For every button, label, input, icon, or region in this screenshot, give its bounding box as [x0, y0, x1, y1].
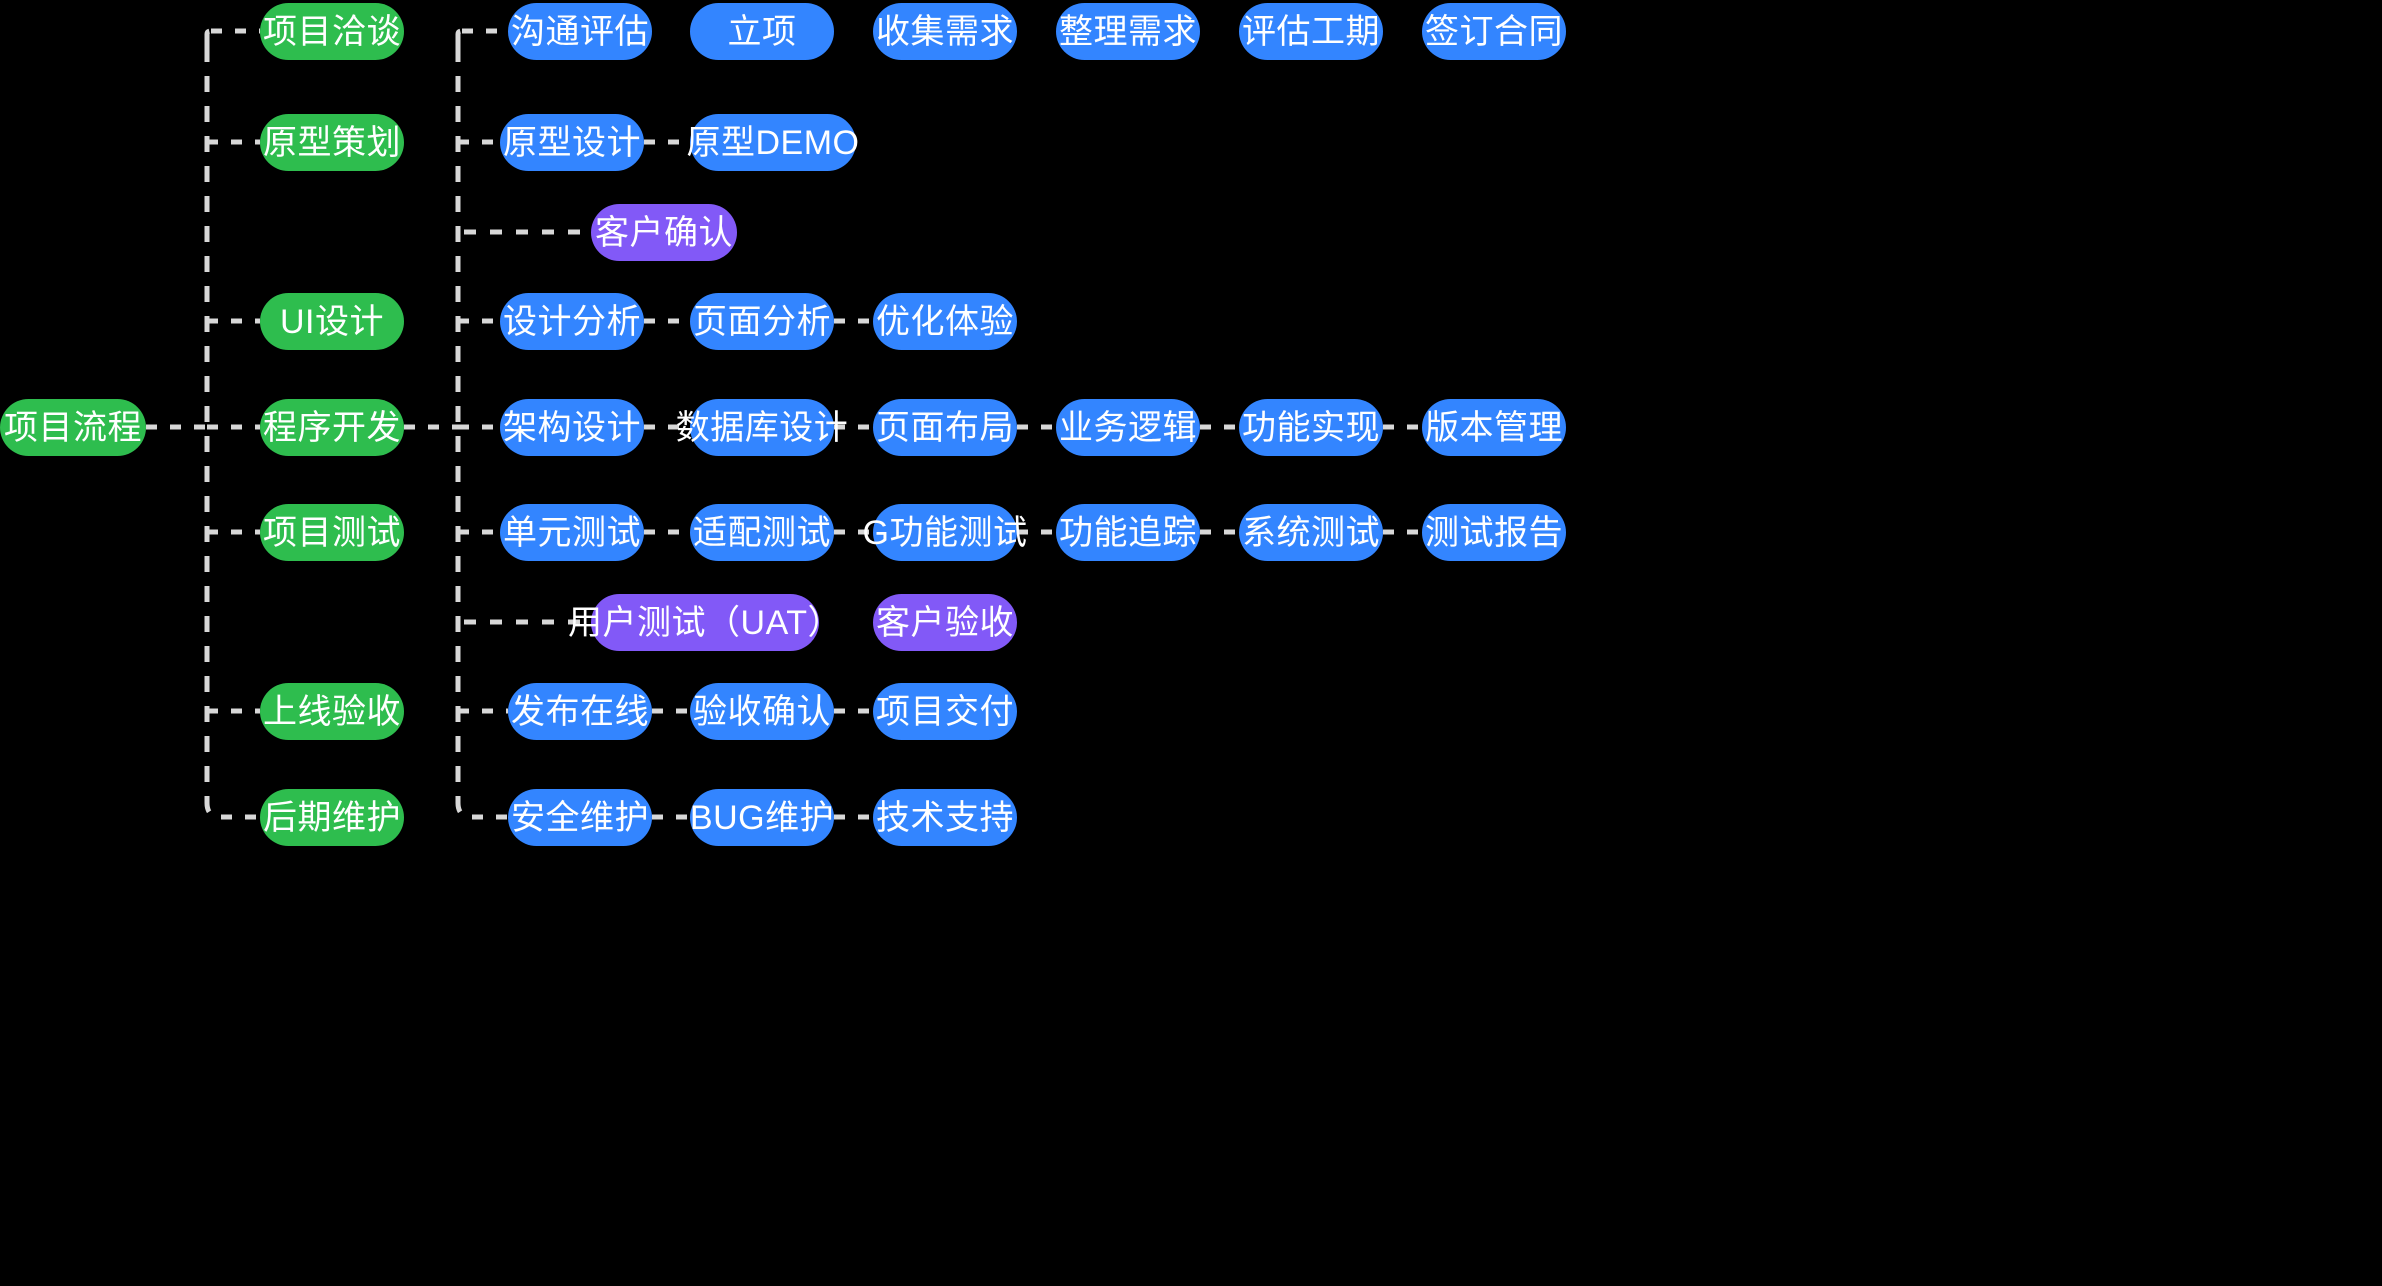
leaf-node-版本管理[interactable]: 版本管理 [1422, 399, 1566, 456]
node-label: 优化体验 [876, 302, 1014, 341]
node-label: BUG维护 [689, 798, 835, 837]
leaf-node-立项[interactable]: 立项 [690, 3, 834, 60]
node-label: 上线验收 [263, 692, 401, 731]
leaf-node-技术支持[interactable]: 技术支持 [873, 789, 1017, 846]
node-label: 业务逻辑 [1059, 408, 1197, 447]
leaf-node-收集需求[interactable]: 收集需求 [873, 3, 1017, 60]
leaf-node-功能实现[interactable]: 功能实现 [1239, 399, 1383, 456]
leaf-node-设计分析[interactable]: 设计分析 [500, 293, 644, 350]
node-label: 适配测试 [693, 513, 831, 552]
node-label: 评估工期 [1242, 12, 1380, 51]
leaf-node-单元测试[interactable]: 单元测试 [500, 504, 644, 561]
node-label: 整理需求 [1059, 12, 1197, 51]
wire-spine-level2 [455, 28, 473, 820]
node-label: 原型策划 [263, 123, 401, 162]
leaf-node-BUG维护[interactable]: BUG维护 [690, 789, 834, 846]
leaf-node-评估工期[interactable]: 评估工期 [1239, 3, 1383, 60]
node-label: 用户测试（UAT） [568, 603, 842, 642]
node-label: 项目洽谈 [263, 12, 401, 51]
node-label: 项目交付 [876, 692, 1014, 731]
leaf-node-数据库设计[interactable]: 数据库设计 [676, 399, 848, 456]
leaf-node-优化体验[interactable]: 优化体验 [873, 293, 1017, 350]
node-label: 程序开发 [263, 408, 401, 447]
node-label: 数据库设计 [675, 408, 849, 447]
leaf-node-功能追踪[interactable]: 功能追踪 [1056, 504, 1200, 561]
node-label: 测试报告 [1425, 513, 1563, 552]
node-label: 原型设计 [503, 123, 641, 162]
special-node-客户确认[interactable]: 客户确认 [591, 204, 737, 261]
node-label: 版本管理 [1425, 408, 1563, 447]
branch-node-程序开发[interactable]: 程序开发 [260, 399, 404, 456]
leaf-node-验收确认[interactable]: 验收确认 [690, 683, 834, 740]
node-label: 后期维护 [263, 798, 401, 837]
branch-node-项目洽谈[interactable]: 项目洽谈 [260, 3, 404, 60]
node-label: 安全维护 [511, 798, 649, 837]
branch-node-上线验收[interactable]: 上线验收 [260, 683, 404, 740]
node-label: 发布在线 [511, 692, 649, 731]
node-label: 验收确认 [693, 692, 831, 731]
leaf-node-项目交付[interactable]: 项目交付 [873, 683, 1017, 740]
leaf-node-系统测试[interactable]: 系统测试 [1239, 504, 1383, 561]
branch-node-原型策划[interactable]: 原型策划 [260, 114, 404, 171]
node-label: 系统测试 [1242, 513, 1380, 552]
node-label: 设计分析 [503, 302, 641, 341]
node-label: 立项 [727, 12, 797, 51]
leaf-node-发布在线[interactable]: 发布在线 [508, 683, 652, 740]
node-label: UI设计 [280, 302, 384, 341]
node-label: 签订合同 [1425, 12, 1563, 51]
leaf-node-测试报告[interactable]: 测试报告 [1422, 504, 1566, 561]
node-label: 客户验收 [876, 603, 1014, 642]
node-label: 项目流程 [4, 408, 142, 447]
wire-spine-level1 [204, 28, 222, 820]
branch-node-项目测试[interactable]: 项目测试 [260, 504, 404, 561]
node-label: 项目测试 [263, 513, 401, 552]
node-label: 沟通评估 [511, 12, 649, 51]
leaf-node-原型设计[interactable]: 原型设计 [500, 114, 644, 171]
node-label: G功能测试 [862, 513, 1028, 552]
node-label: 技术支持 [876, 798, 1014, 837]
leaf-node-页面布局[interactable]: 页面布局 [873, 399, 1017, 456]
node-label: 功能实现 [1242, 408, 1380, 447]
leaf-node-G功能测试[interactable]: G功能测试 [863, 504, 1027, 561]
node-label: 原型DEMO [686, 123, 860, 162]
leaf-node-适配测试[interactable]: 适配测试 [690, 504, 834, 561]
node-label: 页面分析 [693, 302, 831, 341]
node-label: 单元测试 [503, 513, 641, 552]
leaf-node-安全维护[interactable]: 安全维护 [508, 789, 652, 846]
special-node-客户验收[interactable]: 客户验收 [873, 594, 1017, 651]
leaf-node-签订合同[interactable]: 签订合同 [1422, 3, 1566, 60]
node-label: 收集需求 [876, 12, 1014, 51]
leaf-node-页面分析[interactable]: 页面分析 [690, 293, 834, 350]
node-label: 页面布局 [876, 408, 1014, 447]
leaf-node-架构设计[interactable]: 架构设计 [500, 399, 644, 456]
node-label: 功能追踪 [1059, 513, 1197, 552]
leaf-node-原型DEMO[interactable]: 原型DEMO [687, 114, 859, 171]
node-label: 架构设计 [503, 408, 641, 447]
branch-node-后期维护[interactable]: 后期维护 [260, 789, 404, 846]
leaf-node-沟通评估[interactable]: 沟通评估 [508, 3, 652, 60]
leaf-node-业务逻辑[interactable]: 业务逻辑 [1056, 399, 1200, 456]
special-node-用户测试UAT[interactable]: 用户测试（UAT） [568, 594, 842, 651]
branch-node-UI设计[interactable]: UI设计 [260, 293, 404, 350]
node-label: 客户确认 [595, 213, 733, 252]
root-node-项目流程[interactable]: 项目流程 [0, 399, 146, 456]
leaf-node-整理需求[interactable]: 整理需求 [1056, 3, 1200, 60]
